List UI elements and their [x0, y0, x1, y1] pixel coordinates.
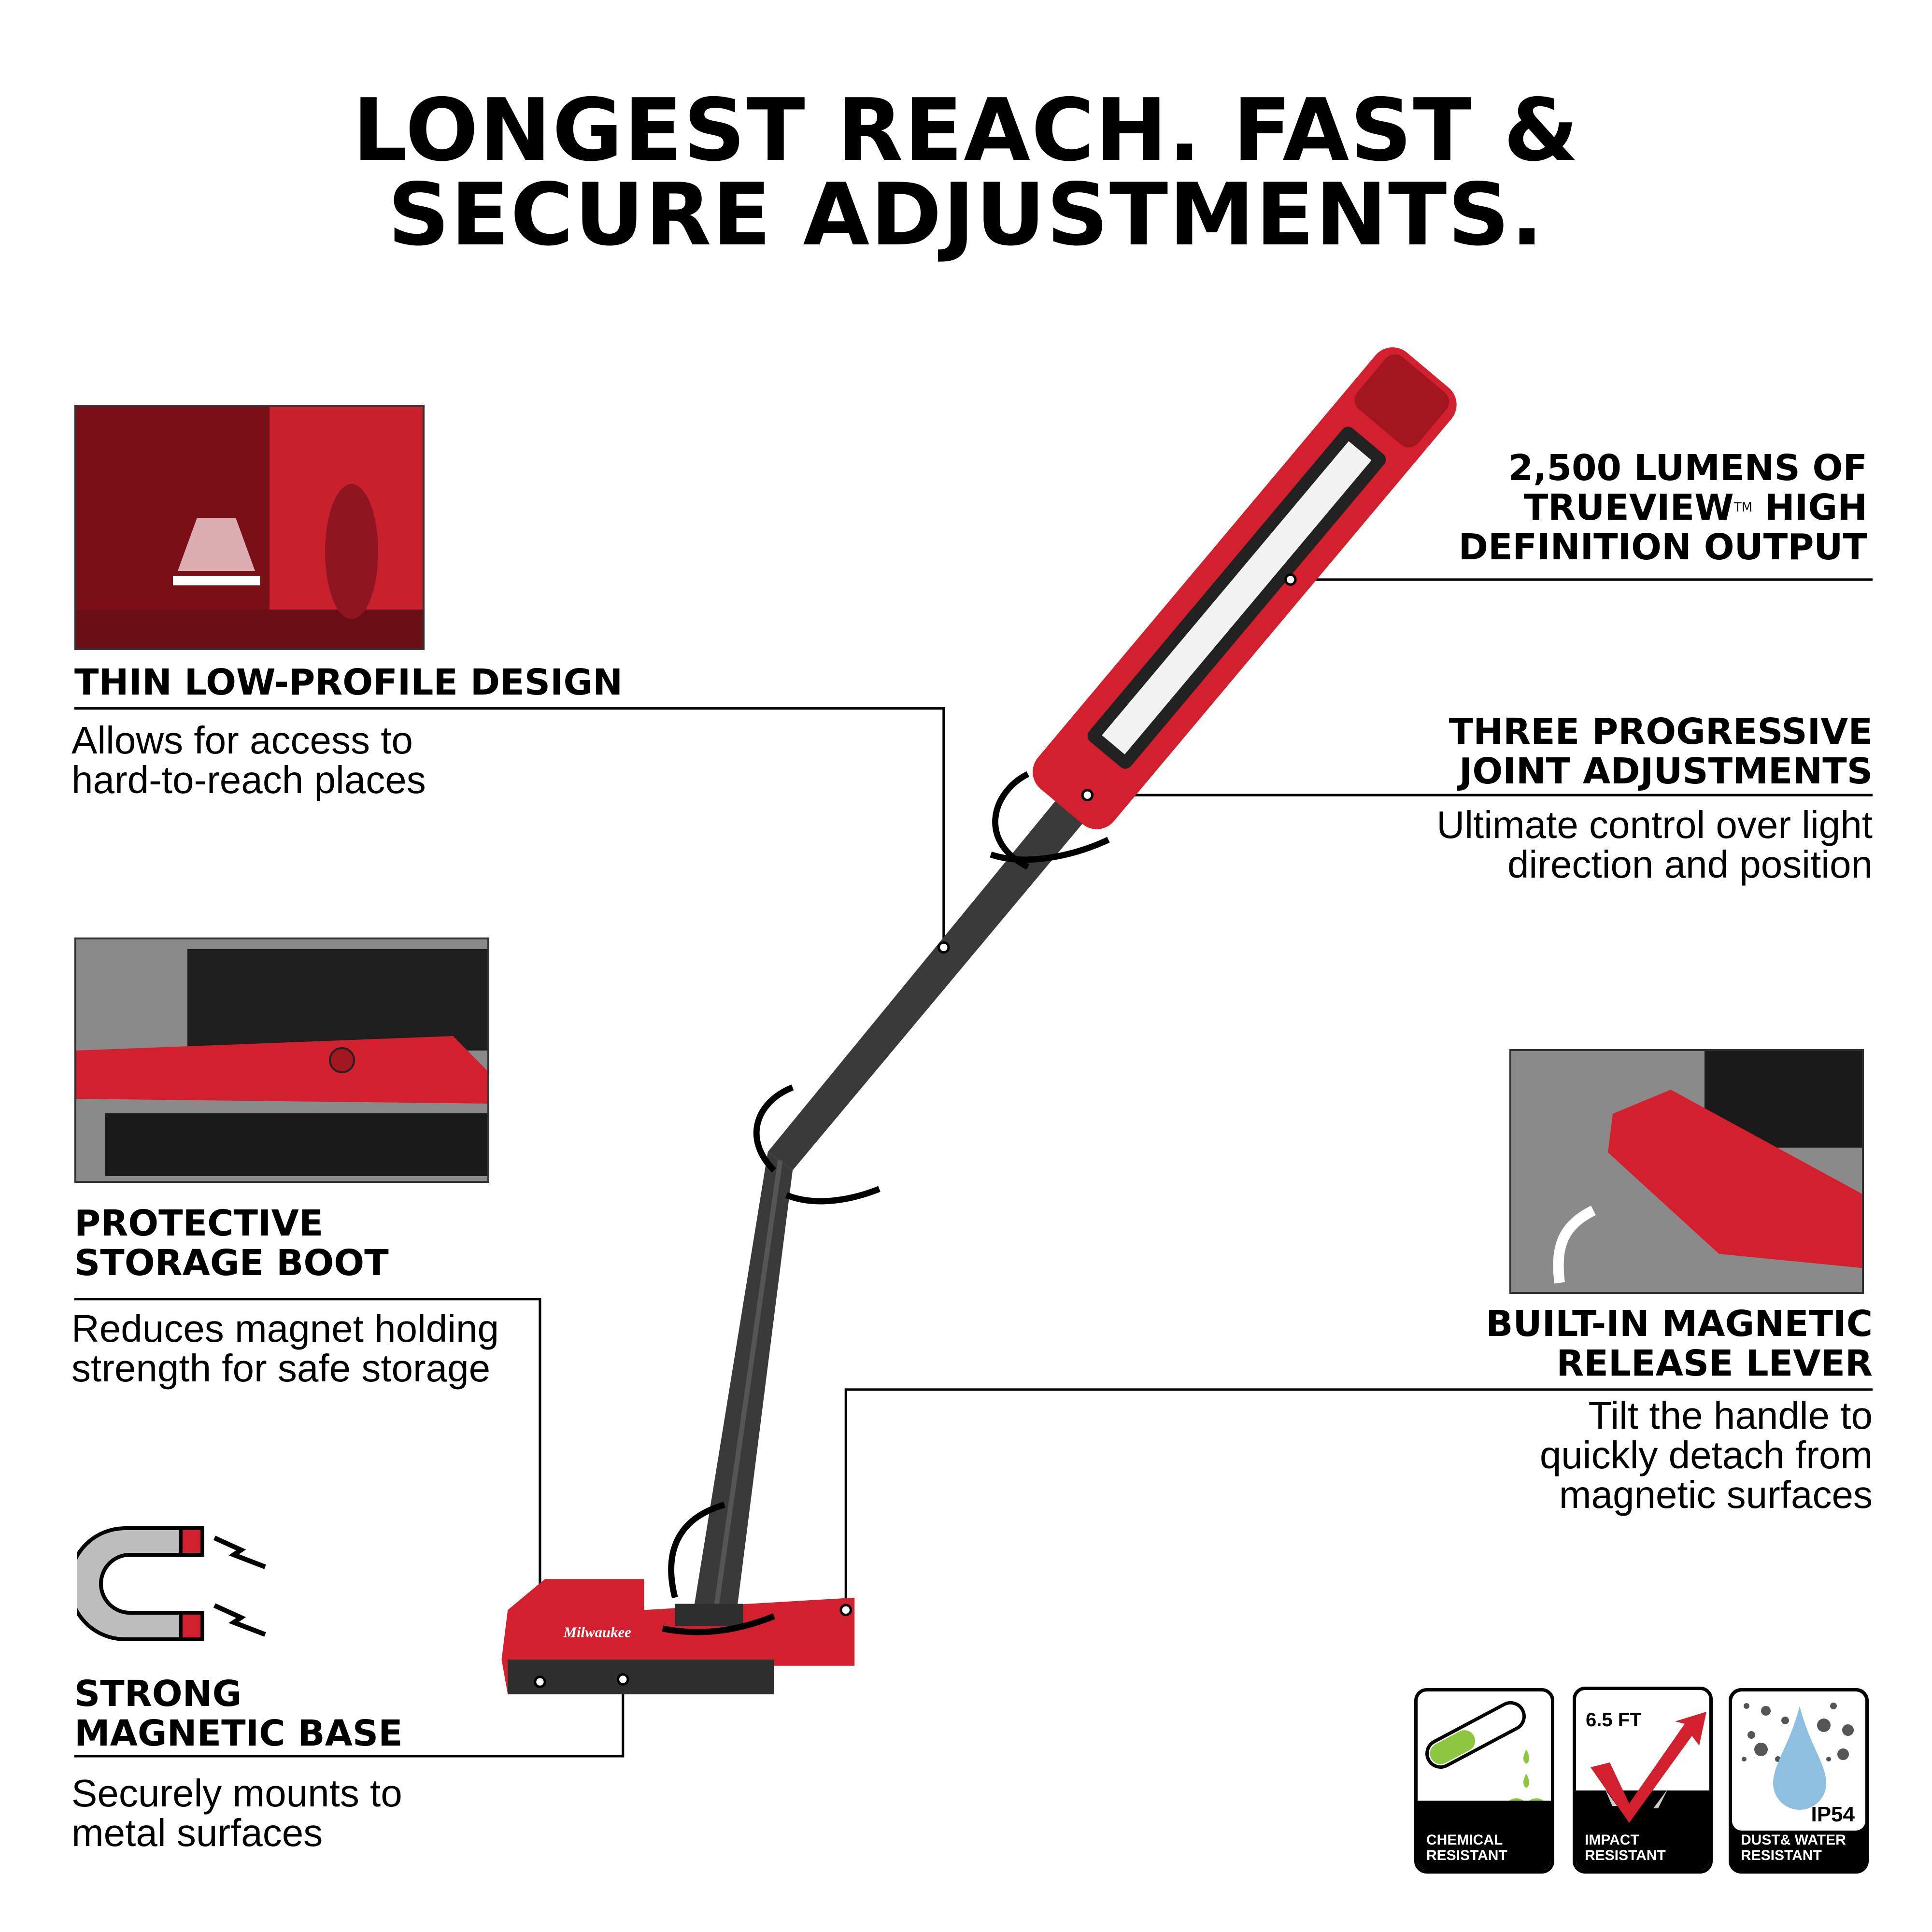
feature-title-magnetic-base-2: MAGNETIC BASE: [74, 1713, 403, 1754]
feature-title-release-lever-2: RELEASE LEVER: [1556, 1343, 1873, 1384]
magnet-icon: [77, 1526, 266, 1641]
impact-arrow-icon: [1591, 1712, 1706, 1823]
headline-line-1: LONGEST REACH. FAST &: [353, 80, 1579, 180]
feature-title-joints-1: THREE PROGRESSIVE: [1449, 711, 1873, 753]
feature-title-low-profile: THIN LOW-PROFILE DESIGN: [74, 662, 623, 703]
feature-body-joints-1: Ultimate control over light: [1436, 803, 1873, 846]
feature-body-magnetic-base-2: metal surfaces: [71, 1811, 323, 1854]
photo-storage-boot: [74, 938, 489, 1183]
feature-body-low-profile-2: hard-to-reach places: [71, 758, 426, 801]
brand-logo: Milwaukee: [563, 1624, 631, 1641]
light-arm: [693, 774, 1108, 1611]
feature-body-storage-boot-1: Reduces magnet holding: [71, 1307, 499, 1350]
test-tube-icon: [1425, 1701, 1548, 1805]
feature-title-lumens-2: TRUEVIEWTM HIGH: [1524, 488, 1867, 527]
feature-body-magnetic-base-1: Securely mounts to: [71, 1772, 402, 1815]
feature-body-release-lever-3: magnetic surfaces: [1559, 1473, 1873, 1516]
feature-body-low-profile-1: Allows for access to: [71, 719, 413, 762]
water-drop-dust-icon: [1742, 1703, 1854, 1810]
callout-dots: [534, 573, 1297, 1688]
feature-title-magnetic-base-1: STRONG: [74, 1673, 242, 1715]
feature-body-release-lever-1: Tilt the handle to: [1588, 1394, 1873, 1437]
trueview-text: TRUEVIEW: [1523, 487, 1734, 528]
feature-body-storage-boot-2: strength for safe storage: [71, 1347, 491, 1390]
feature-title-lumens-1: 2,500 LUMENS OF: [1508, 447, 1867, 489]
leader-lines: [74, 578, 1873, 1758]
feature-body-release-lever-2: quickly detach from: [1539, 1434, 1873, 1477]
trademark: TM: [1733, 500, 1753, 515]
feature-title-storage-boot-2: STORAGE BOOT: [74, 1242, 389, 1284]
rotation-arrow-icons: [662, 771, 1110, 1635]
feature-body-joints-2: direction and position: [1507, 843, 1873, 886]
headline-line-2: SECURE ADJUSTMENTS.: [387, 165, 1545, 265]
drop-height-label: 6.5 FT: [1586, 1709, 1642, 1731]
feature-title-release-lever-1: BUILT-IN MAGNETIC: [1486, 1303, 1873, 1345]
feature-title-lumens-3: DEFINITION OUTPUT: [1458, 526, 1867, 568]
photo-release-lever: [1509, 1049, 1864, 1294]
high-text: HIGH: [1764, 487, 1867, 528]
photo-low-profile-mechanic: [74, 405, 425, 650]
ip-rating-label: IP54: [1811, 1803, 1855, 1826]
magnetic-base: Milwaukee: [501, 1579, 855, 1694]
light-head: [1033, 347, 1457, 829]
feature-title-joints-2: JOINT ADJUSTMENTS: [1459, 751, 1873, 792]
feature-title-storage-boot-1: PROTECTIVE: [74, 1203, 324, 1244]
